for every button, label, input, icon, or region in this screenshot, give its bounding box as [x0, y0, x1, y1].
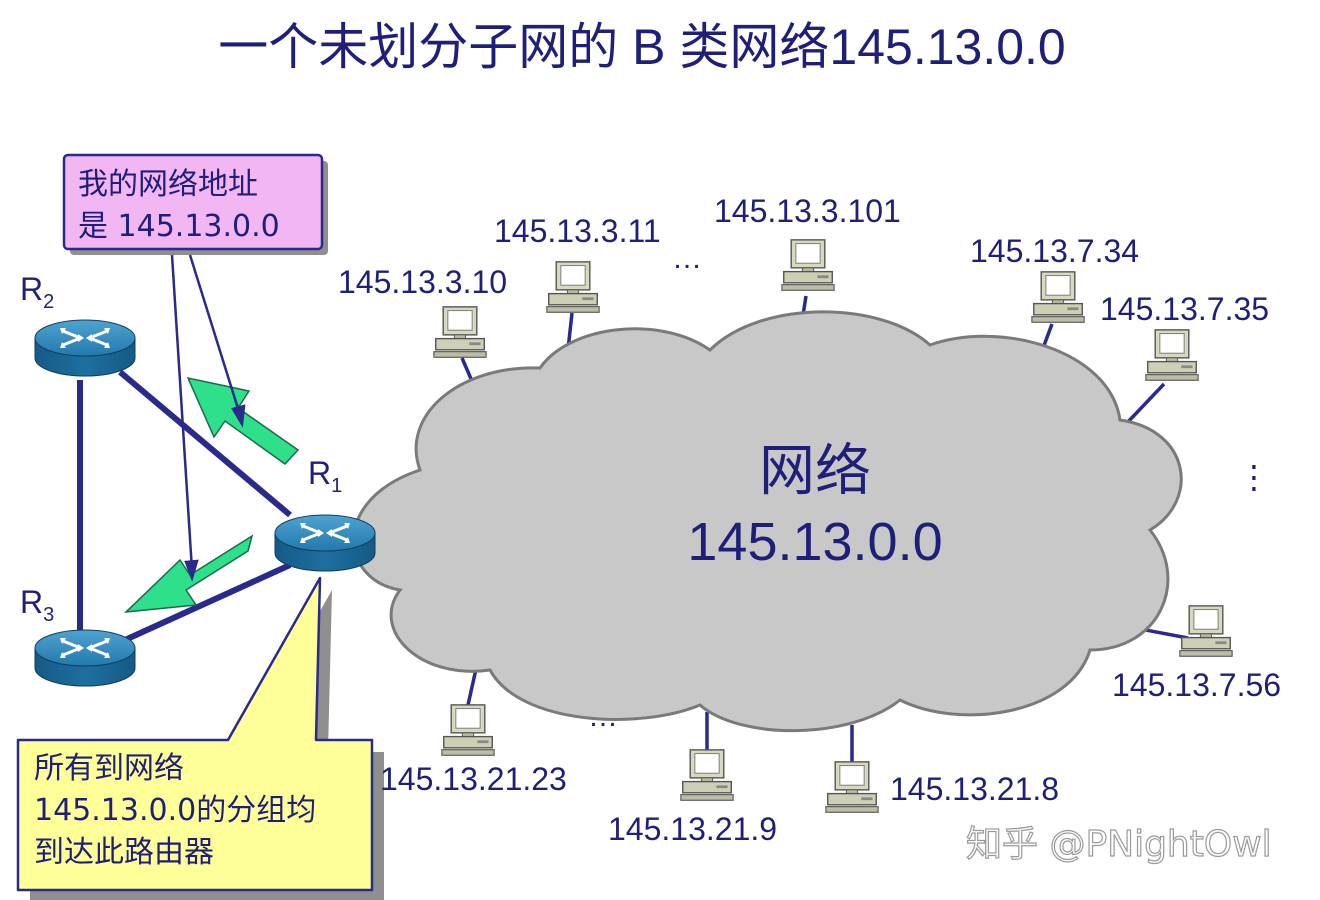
router-r2-letter: R: [20, 271, 43, 307]
page-title: 一个未划分子网的 B 类网络145.13.0.0: [218, 19, 1065, 75]
router-r3-label: R3: [20, 584, 54, 626]
callout-top-line1: 我的网络地址: [78, 167, 258, 202]
callout-network-address: 我的网络地址 是 145.13.0.0: [62, 153, 328, 255]
host-label: 145.13.7.35: [1100, 291, 1269, 327]
cloud-label-name: 网络: [759, 439, 871, 502]
callout-pointer-lines: [170, 254, 246, 582]
host-label: 145.13.21.9: [608, 811, 777, 847]
host-labels: 145.13.3.10 145.13.3.11 145.13.3.101 145…: [338, 193, 1281, 847]
host-computer-icon[interactable]: [546, 261, 600, 314]
router-r1-label: R1: [308, 455, 342, 497]
callout-bottom-line2: 145.13.0.0的分组均: [34, 793, 316, 828]
host-label: 145.13.21.8: [890, 771, 1059, 807]
router-r2-label: R2: [20, 271, 54, 313]
router-r3-sub: 3: [43, 604, 54, 626]
host-label: 145.13.7.56: [1112, 667, 1281, 703]
host-computer-icon[interactable]: [433, 306, 487, 359]
callout-bottom-line3: 到达此路由器: [34, 835, 214, 870]
host-computer-icon[interactable]: [441, 704, 495, 757]
router-r2-icon[interactable]: [33, 318, 137, 378]
watermark: 知乎 @PNightOwl: [966, 824, 1272, 865]
green-arrow-lower: [123, 534, 254, 613]
router-r1-letter: R: [308, 455, 331, 491]
host-computer-icon[interactable]: [1145, 329, 1199, 382]
router-r3-icon[interactable]: [33, 628, 137, 688]
router-r1-icon[interactable]: [273, 513, 377, 573]
host-label: 145.13.7.34: [970, 233, 1139, 269]
cloud-label-address: 145.13.0.0: [687, 512, 942, 572]
host-label: 145.13.3.11: [494, 213, 661, 249]
ellipsis-bottom: …: [588, 700, 618, 733]
host-label: 145.13.21.23: [380, 761, 567, 797]
network-cloud: [352, 310, 1183, 733]
callout-bottom-line1: 所有到网络: [34, 751, 184, 786]
host-computer-icon[interactable]: [781, 239, 835, 292]
host-label: 145.13.3.101: [714, 193, 901, 229]
router-r1-sub: 1: [331, 475, 342, 497]
ellipsis-right: ⋮: [1238, 459, 1270, 495]
router-links: [77, 369, 292, 643]
callout-top-line2: 是 145.13.0.0: [78, 209, 280, 244]
router-r3-letter: R: [20, 584, 43, 620]
router-r2-sub: 2: [43, 291, 54, 313]
host-computer-icon[interactable]: [1179, 605, 1233, 658]
host-computer-icon[interactable]: [825, 761, 879, 814]
host-computer-icon[interactable]: [1031, 271, 1085, 324]
ellipsis-top: …: [672, 242, 702, 275]
host-computer-icon[interactable]: [680, 749, 734, 802]
callout-routing-note: 所有到网络 145.13.0.0的分组均 到达此路由器: [16, 576, 384, 900]
host-label: 145.13.3.10: [338, 264, 507, 300]
